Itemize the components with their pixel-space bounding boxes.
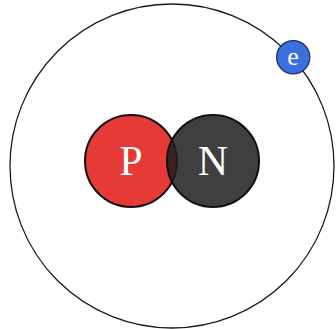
proton-circle: P <box>84 114 178 208</box>
circle-shape <box>167 115 259 207</box>
particle-letter: e <box>287 44 299 70</box>
particle-letter: P <box>119 140 142 182</box>
neutron-circle: N <box>166 114 260 208</box>
circle-shape <box>276 40 309 73</box>
circle-shape <box>85 115 177 207</box>
electron-circle: e <box>276 40 310 74</box>
particle-letter: N <box>198 140 228 182</box>
electron-orbit <box>10 4 334 328</box>
